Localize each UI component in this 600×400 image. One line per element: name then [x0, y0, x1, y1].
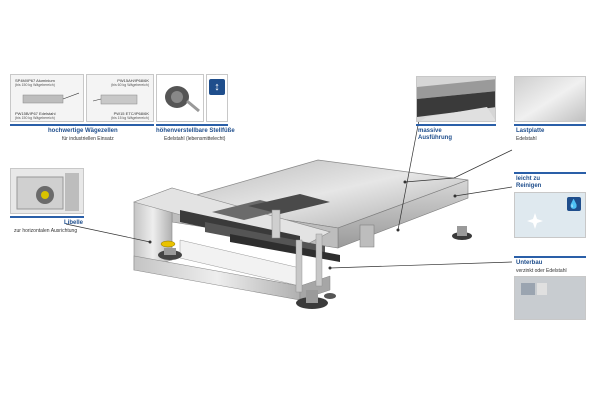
- level-thumb: [10, 168, 84, 214]
- clean-thumb: 💧: [514, 192, 586, 238]
- spirit-level: [160, 240, 176, 248]
- height-adjust-thumb: ↕: [206, 74, 228, 122]
- massive-title-2: Ausführung: [418, 135, 452, 141]
- frame-detail-icon: [417, 79, 495, 121]
- divider: [416, 124, 496, 126]
- cell-b-name: PW15AH/IP68/6K: [117, 78, 149, 83]
- callout-lines: [65, 114, 513, 269]
- level-icon: [16, 173, 79, 211]
- level-subtitle: zur horizontalen Ausrichtung: [14, 228, 78, 234]
- load-cell-icon: [22, 92, 79, 104]
- cell-a-name: SP4M/IP67 Aluminium: [15, 78, 55, 83]
- base-thumb: [514, 276, 586, 320]
- divider: [156, 124, 228, 126]
- feet-title: höhenverstellbare Stellfüße: [156, 128, 235, 134]
- clean-title-2: Reinigen: [516, 183, 542, 189]
- cell-b-note: (bis 60 kg Wägebereich): [111, 83, 149, 87]
- divider: [10, 216, 84, 218]
- cell-d-name: PW15 ETC/IP68/6K: [113, 111, 149, 116]
- feet-subtitle: Edelstahl (lebensmittelecht): [164, 136, 226, 142]
- platter-subtitle: Edelstahl: [516, 136, 537, 142]
- base-title: Unterbau: [516, 260, 543, 266]
- load-cell-icon: [93, 94, 138, 105]
- massive-thumb: [416, 76, 496, 122]
- galvanized-steel-icon: [515, 277, 585, 319]
- load-cells-subtitle: für industriellen Einsatz: [62, 136, 114, 142]
- adjustable-feet: [158, 226, 472, 309]
- divider: [514, 172, 586, 174]
- feet-thumb: [156, 74, 204, 122]
- platter-title: Lastplatte: [516, 128, 545, 134]
- divider: [10, 124, 154, 126]
- platter-thumb: [514, 76, 586, 122]
- level-title: Libelle: [64, 220, 84, 226]
- inner-frame: [180, 194, 375, 262]
- cell-c-note: (bis 150 kg Wägebereich): [15, 116, 55, 120]
- up-down-arrow-icon: ↕: [209, 79, 225, 95]
- load-cells-title: hochwertige Wägezellen: [48, 128, 118, 134]
- brushed-steel-icon: [515, 77, 585, 121]
- foot-icon: [165, 86, 200, 113]
- divider: [514, 256, 586, 258]
- clean-title-1: leicht zu: [516, 176, 541, 182]
- cell-d-note: (bis 15 kg Wägebereich): [111, 116, 149, 120]
- load-cell-thumb-2: PW15AH/IP68/6K (bis 60 kg Wägebereich) P…: [86, 74, 154, 122]
- divider: [514, 124, 586, 126]
- cell-a-note: (bis 150 kg Wägebereich): [15, 83, 55, 87]
- base-subtitle: verzinkt oder Edelstahl: [516, 268, 567, 274]
- cell-c-name: PW15B/IP67 Edelstahl: [15, 111, 56, 116]
- water-drop-icon: 💧: [567, 197, 581, 211]
- massive-title-1: massive: [418, 128, 442, 134]
- load-cell-thumb-1: SP4M/IP67 Aluminium (bis 150 kg Wägebere…: [10, 74, 84, 122]
